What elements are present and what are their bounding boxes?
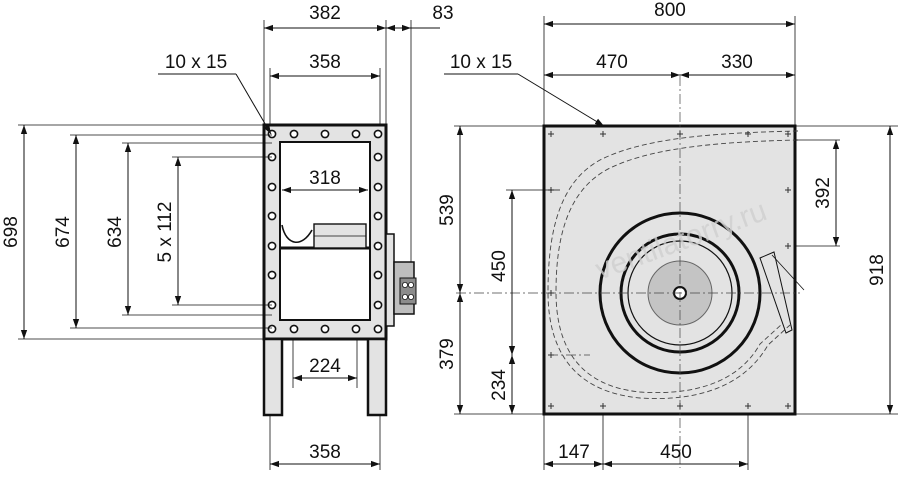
flange-hole xyxy=(373,300,383,310)
dim-front-width-overall: 800 xyxy=(654,0,686,21)
flange-hole xyxy=(373,324,383,334)
flange-hole xyxy=(267,211,277,221)
dim-front-center-to-bottom: 234 xyxy=(489,369,510,401)
side-base-right xyxy=(366,337,388,417)
flange-hole xyxy=(267,324,277,334)
label-front-hole-spec: 10 x 15 xyxy=(450,52,512,73)
motor-plate xyxy=(385,233,395,327)
motor-terminal-box xyxy=(399,277,417,305)
dim-front-width-right: 330 xyxy=(721,52,753,73)
dim-front-outlet-height: 392 xyxy=(813,177,834,209)
dim-front-width-left: 470 xyxy=(596,52,628,73)
flange-hole xyxy=(373,270,383,280)
cutoff-tongue xyxy=(759,251,793,334)
flange-hole xyxy=(373,182,383,192)
dim-front-inlet-diameter: 450 xyxy=(489,250,510,282)
flange-hole xyxy=(267,270,277,280)
dim-front-left-offset: 147 xyxy=(558,442,590,463)
dim-side-hole-pitch: 5 x 112 xyxy=(155,202,176,263)
front-mounting-holes xyxy=(548,131,791,409)
label-side-hole-spec: 10 x 15 xyxy=(165,52,227,73)
dim-front-height-overall: 918 xyxy=(867,254,888,286)
dim-side-flange-width: 358 xyxy=(309,52,341,73)
flange-hole xyxy=(373,211,383,221)
dim-motor-offset: 83 xyxy=(432,3,453,24)
flange-hole xyxy=(289,129,299,139)
dim-side-width-overall: 382 xyxy=(309,3,341,24)
flange-hole xyxy=(373,152,383,162)
flange-hole xyxy=(320,324,330,334)
flange-hole xyxy=(373,241,383,251)
flange-hole xyxy=(267,241,277,251)
dim-front-upper-height: 539 xyxy=(437,194,458,226)
dim-front-lower-height: 379 xyxy=(437,338,458,370)
side-inlet-cone xyxy=(281,224,313,243)
flange-hole xyxy=(267,182,277,192)
volute-outline-outer xyxy=(547,130,799,399)
flange-hole xyxy=(373,129,383,139)
side-view: 382 358 83 10 x 15 318 224 358 698 674 6… xyxy=(1,3,454,470)
side-flange-holes xyxy=(267,129,383,334)
dim-front-inlet-width: 450 xyxy=(660,442,692,463)
volute-outline-inner xyxy=(555,139,799,394)
flange-hole xyxy=(320,129,330,139)
dim-side-height-holes: 634 xyxy=(105,216,126,248)
front-view: ventilatorry.ru 800 470 330 xyxy=(437,0,898,470)
side-base-left xyxy=(262,337,284,417)
flange-hole xyxy=(289,324,299,334)
dim-side-height-overall: 698 xyxy=(1,216,22,248)
flange-hole xyxy=(351,324,361,334)
flange-hole xyxy=(351,129,361,139)
dim-side-opening-width: 318 xyxy=(309,168,341,189)
dim-side-height-flange: 674 xyxy=(53,216,74,248)
dim-side-base-opening: 224 xyxy=(309,356,341,377)
dim-side-base-width: 358 xyxy=(309,442,341,463)
